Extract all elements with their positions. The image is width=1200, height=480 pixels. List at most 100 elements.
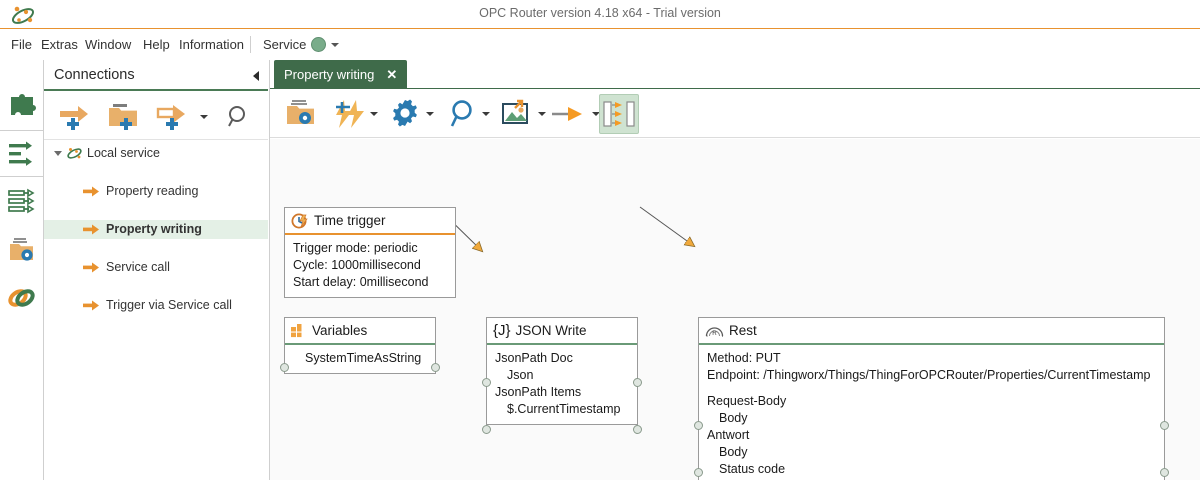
- tab-property-writing[interactable]: Property writing ✕: [274, 60, 408, 89]
- chevron-down-icon[interactable]: [200, 115, 208, 119]
- chevron-down-icon[interactable]: [370, 112, 378, 116]
- rail-item-transfers[interactable]: [0, 178, 43, 225]
- add-connection-button[interactable]: [58, 99, 98, 135]
- connection-settings-button[interactable]: [388, 94, 434, 134]
- node-line: Request-Body: [707, 394, 787, 408]
- node-line: Cycle: 1000millisecond: [293, 258, 421, 272]
- align-plugs-icon: [603, 101, 635, 127]
- connections-panel-header: Connections: [44, 60, 268, 91]
- node-body: SystemTimeAsString: [285, 345, 435, 373]
- node-line: JsonPath Doc: [495, 351, 573, 365]
- node-json-write[interactable]: {J} JSON Write JsonPath Doc Json JsonPat…: [482, 317, 642, 434]
- tree-item-property-reading[interactable]: Property reading: [44, 182, 268, 201]
- transfer-list-icon: [7, 188, 35, 213]
- port-variables-in[interactable]: [280, 363, 289, 372]
- node-line: Endpoint: /Thingworx/Things/ThingForOPCR…: [707, 368, 1151, 382]
- port-rest-in-body[interactable]: [694, 421, 703, 430]
- tree-item-property-writing[interactable]: Property writing: [44, 220, 268, 239]
- rail-item-links[interactable]: [0, 274, 43, 321]
- port-rest-out-requestbody[interactable]: [1160, 421, 1169, 430]
- port-rest-out-response-body[interactable]: [1160, 468, 1169, 477]
- add-connection-icon: [60, 106, 88, 130]
- save-connection-button[interactable]: [284, 94, 318, 134]
- connection-line-button[interactable]: [550, 94, 600, 134]
- arrow-right-icon: [83, 262, 99, 273]
- editor-toolbar: [270, 90, 1200, 138]
- node-line: Body: [719, 411, 748, 425]
- connections-panel: Connections: [44, 60, 268, 480]
- close-icon[interactable]: ✕: [386, 66, 398, 82]
- chevron-down-icon[interactable]: [538, 112, 546, 116]
- tab-label: Property writing: [284, 67, 375, 82]
- zoom-icon: [450, 100, 472, 127]
- node-header: Variables: [285, 318, 435, 345]
- tree-item-label: Trigger via Service call: [106, 298, 232, 312]
- tree-item-service-call[interactable]: Service call: [44, 258, 268, 277]
- service-status-indicator[interactable]: [311, 37, 326, 52]
- menu-service[interactable]: Service: [263, 37, 307, 52]
- menu-window[interactable]: Window: [85, 37, 132, 52]
- menu-bar: File Extras Window Help Information Serv…: [0, 30, 1200, 59]
- port-json-in-json[interactable]: [482, 378, 491, 387]
- node-title: Variables: [312, 323, 368, 338]
- chevron-down-icon[interactable]: [592, 112, 600, 116]
- opc-router-logo-icon: [11, 6, 35, 24]
- rest-cloud-icon: R: [705, 326, 724, 337]
- window-title: OPC Router version 4.18 x64 - Trial vers…: [479, 6, 721, 20]
- menu-file[interactable]: File: [11, 37, 32, 52]
- port-json-out-json[interactable]: [633, 378, 642, 387]
- zoom-button[interactable]: [446, 94, 490, 134]
- search-connections-button[interactable]: [226, 99, 252, 135]
- node-rest[interactable]: R Rest Method: PUT Endpoint: /Thingworx/…: [694, 317, 1169, 480]
- svg-text:R: R: [712, 330, 717, 337]
- node-variables[interactable]: Variables SystemTimeAsString: [280, 317, 440, 374]
- rail-item-plugins[interactable]: [0, 82, 43, 129]
- node-line: Antwort: [707, 428, 750, 442]
- menu-help[interactable]: Help: [143, 37, 170, 52]
- node-spacer: [707, 384, 1156, 393]
- tree-item-local-service[interactable]: Local service: [44, 144, 268, 163]
- chevron-down-icon[interactable]: [426, 112, 434, 116]
- add-from-template-button[interactable]: [156, 99, 208, 135]
- node-body: Trigger mode: periodic Cycle: 1000millis…: [285, 235, 455, 297]
- node-time-trigger[interactable]: Time trigger Trigger mode: periodic Cycl…: [284, 207, 456, 298]
- node-body: Method: PUT Endpoint: /Thingworx/Things/…: [699, 345, 1164, 480]
- connections-toolbar: [44, 93, 268, 140]
- tree-item-label: Service call: [106, 260, 170, 274]
- service-chevron-down-icon[interactable]: [331, 43, 339, 47]
- navigation-rail: [0, 60, 44, 480]
- expander-icon[interactable]: [54, 151, 62, 156]
- tree-item-trigger-via-service-call[interactable]: Trigger via Service call: [44, 296, 268, 315]
- rail-item-connections[interactable]: [0, 130, 43, 177]
- node-title: JSON Write: [515, 323, 587, 338]
- tree-item-label: Property reading: [106, 184, 199, 198]
- arrange-plugs-button[interactable]: [599, 94, 639, 134]
- add-connection-template-icon: [156, 105, 185, 130]
- rail-item-configuration[interactable]: [0, 226, 43, 273]
- test-run-button[interactable]: [332, 94, 378, 134]
- tree-item-label: Property writing: [106, 222, 202, 236]
- export-image-icon: [502, 99, 528, 124]
- tab-strip: Property writing ✕: [270, 60, 1200, 89]
- port-rest-in-response-body[interactable]: [694, 468, 703, 477]
- chevron-down-icon[interactable]: [482, 112, 490, 116]
- add-folder-button[interactable]: [106, 99, 146, 135]
- node-line: Start delay: 0millisecond: [293, 275, 429, 289]
- node-header: R Rest: [699, 318, 1164, 345]
- node-line: SystemTimeAsString: [305, 351, 422, 365]
- port-variables-out[interactable]: [431, 363, 440, 372]
- menu-extras[interactable]: Extras: [41, 37, 78, 52]
- menu-information[interactable]: Information: [179, 37, 245, 52]
- puzzle-plugins-icon: [10, 93, 36, 115]
- clock-trigger-icon: [291, 213, 308, 228]
- export-image-button[interactable]: [500, 94, 546, 134]
- title-bar: OPC Router version 4.18 x64 - Trial vers…: [0, 0, 1200, 29]
- port-json-out-currenttimestamp[interactable]: [633, 425, 642, 434]
- node-line: Method: PUT: [707, 351, 781, 365]
- tree-item-label: Local service: [87, 146, 160, 160]
- port-json-in-currenttimestamp[interactable]: [482, 425, 491, 434]
- node-line: Json: [507, 368, 534, 382]
- flow-canvas[interactable]: Time trigger Trigger mode: periodic Cycl…: [270, 139, 1200, 480]
- chevron-left-icon[interactable]: [253, 71, 259, 81]
